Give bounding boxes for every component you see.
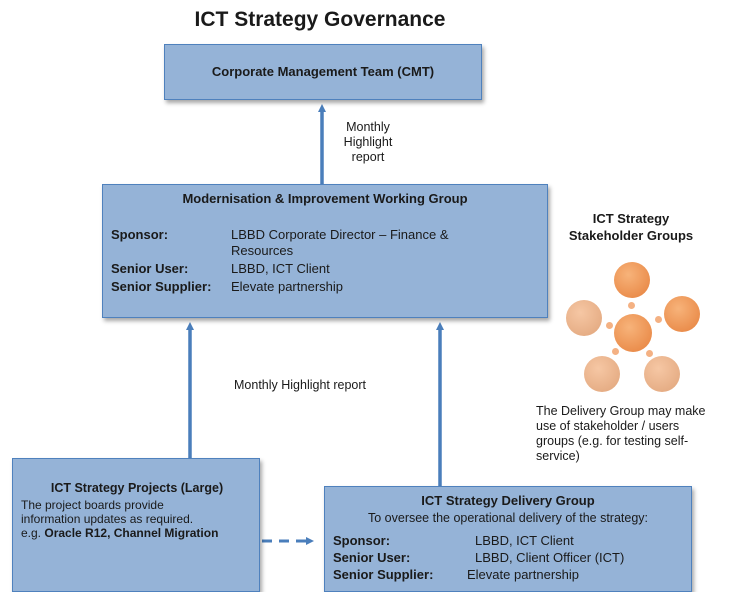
miwg-senior-supplier-value: Elevate partnership bbox=[231, 279, 344, 294]
connector-dot bbox=[646, 350, 653, 357]
label-line: Monthly bbox=[346, 120, 390, 134]
monthly-highlight-label-top: Monthly Highlight report bbox=[340, 120, 396, 165]
label-line: report bbox=[351, 150, 385, 164]
connector-dot bbox=[628, 302, 635, 309]
cmt-label: Corporate Management Team (CMT) bbox=[211, 64, 435, 79]
delivery-senior-supplier-value: Elevate partnership bbox=[467, 567, 580, 582]
cmt-box: Corporate Management Team (CMT) bbox=[164, 44, 482, 100]
delivery-sponsor-key: Sponsor: bbox=[333, 533, 391, 548]
connector-dot bbox=[612, 348, 619, 355]
delivery-senior-user-key: Senior User: bbox=[333, 550, 411, 565]
monthly-highlight-label-mid: Monthly Highlight report bbox=[234, 378, 367, 392]
connector-dot bbox=[606, 322, 613, 329]
stakeholder-title: ICT Strategy Stakeholder Groups bbox=[568, 211, 694, 243]
delivery-subheading: To oversee the operational delivery of t… bbox=[367, 511, 649, 525]
connector-dot bbox=[655, 316, 662, 323]
delivery-senior-supplier-key: Senior Supplier: bbox=[333, 567, 434, 582]
stakeholder-circle-bottom-right bbox=[644, 356, 680, 392]
miwg-senior-user-value: LBBD, ICT Client bbox=[231, 261, 330, 276]
delivery-box: ICT Strategy Delivery Group To oversee t… bbox=[324, 486, 692, 592]
miwg-box: Modernisation & Improvement Working Grou… bbox=[102, 184, 548, 318]
miwg-senior-supplier-key: Senior Supplier: bbox=[111, 279, 212, 294]
delivery-sponsor-value: LBBD, ICT Client bbox=[475, 533, 574, 548]
stakeholder-circle-top bbox=[614, 262, 650, 298]
miwg-sponsor-value: LBBD Corporate Director – Finance & Reso… bbox=[231, 227, 449, 258]
miwg-heading: Modernisation & Improvement Working Grou… bbox=[182, 191, 468, 206]
miwg-sponsor-key: Sponsor: bbox=[111, 227, 169, 242]
stakeholder-circle-right bbox=[664, 296, 700, 332]
stakeholder-circle-left bbox=[566, 300, 602, 336]
miwg-senior-user-key: Senior User: bbox=[111, 261, 189, 276]
stakeholder-note: The Delivery Group may make use of stake… bbox=[536, 404, 706, 463]
stakeholder-circle-bottom-left bbox=[584, 356, 620, 392]
projects-line-3: e.g. Oracle R12, Channel Migration bbox=[21, 526, 219, 540]
projects-line-2: information updates as required. bbox=[21, 512, 194, 526]
projects-box: ICT Strategy Projects (Large) The projec… bbox=[12, 458, 260, 592]
delivery-senior-user-value: LBBD, Client Officer (ICT) bbox=[475, 550, 625, 565]
page-title: ICT Strategy Governance bbox=[194, 8, 446, 31]
projects-line-1: The project boards provide bbox=[21, 498, 164, 512]
projects-heading: ICT Strategy Projects (Large) bbox=[50, 481, 224, 495]
label-line: Highlight bbox=[343, 135, 393, 149]
delivery-heading: ICT Strategy Delivery Group bbox=[421, 493, 595, 508]
stakeholder-circle-center bbox=[614, 314, 652, 352]
